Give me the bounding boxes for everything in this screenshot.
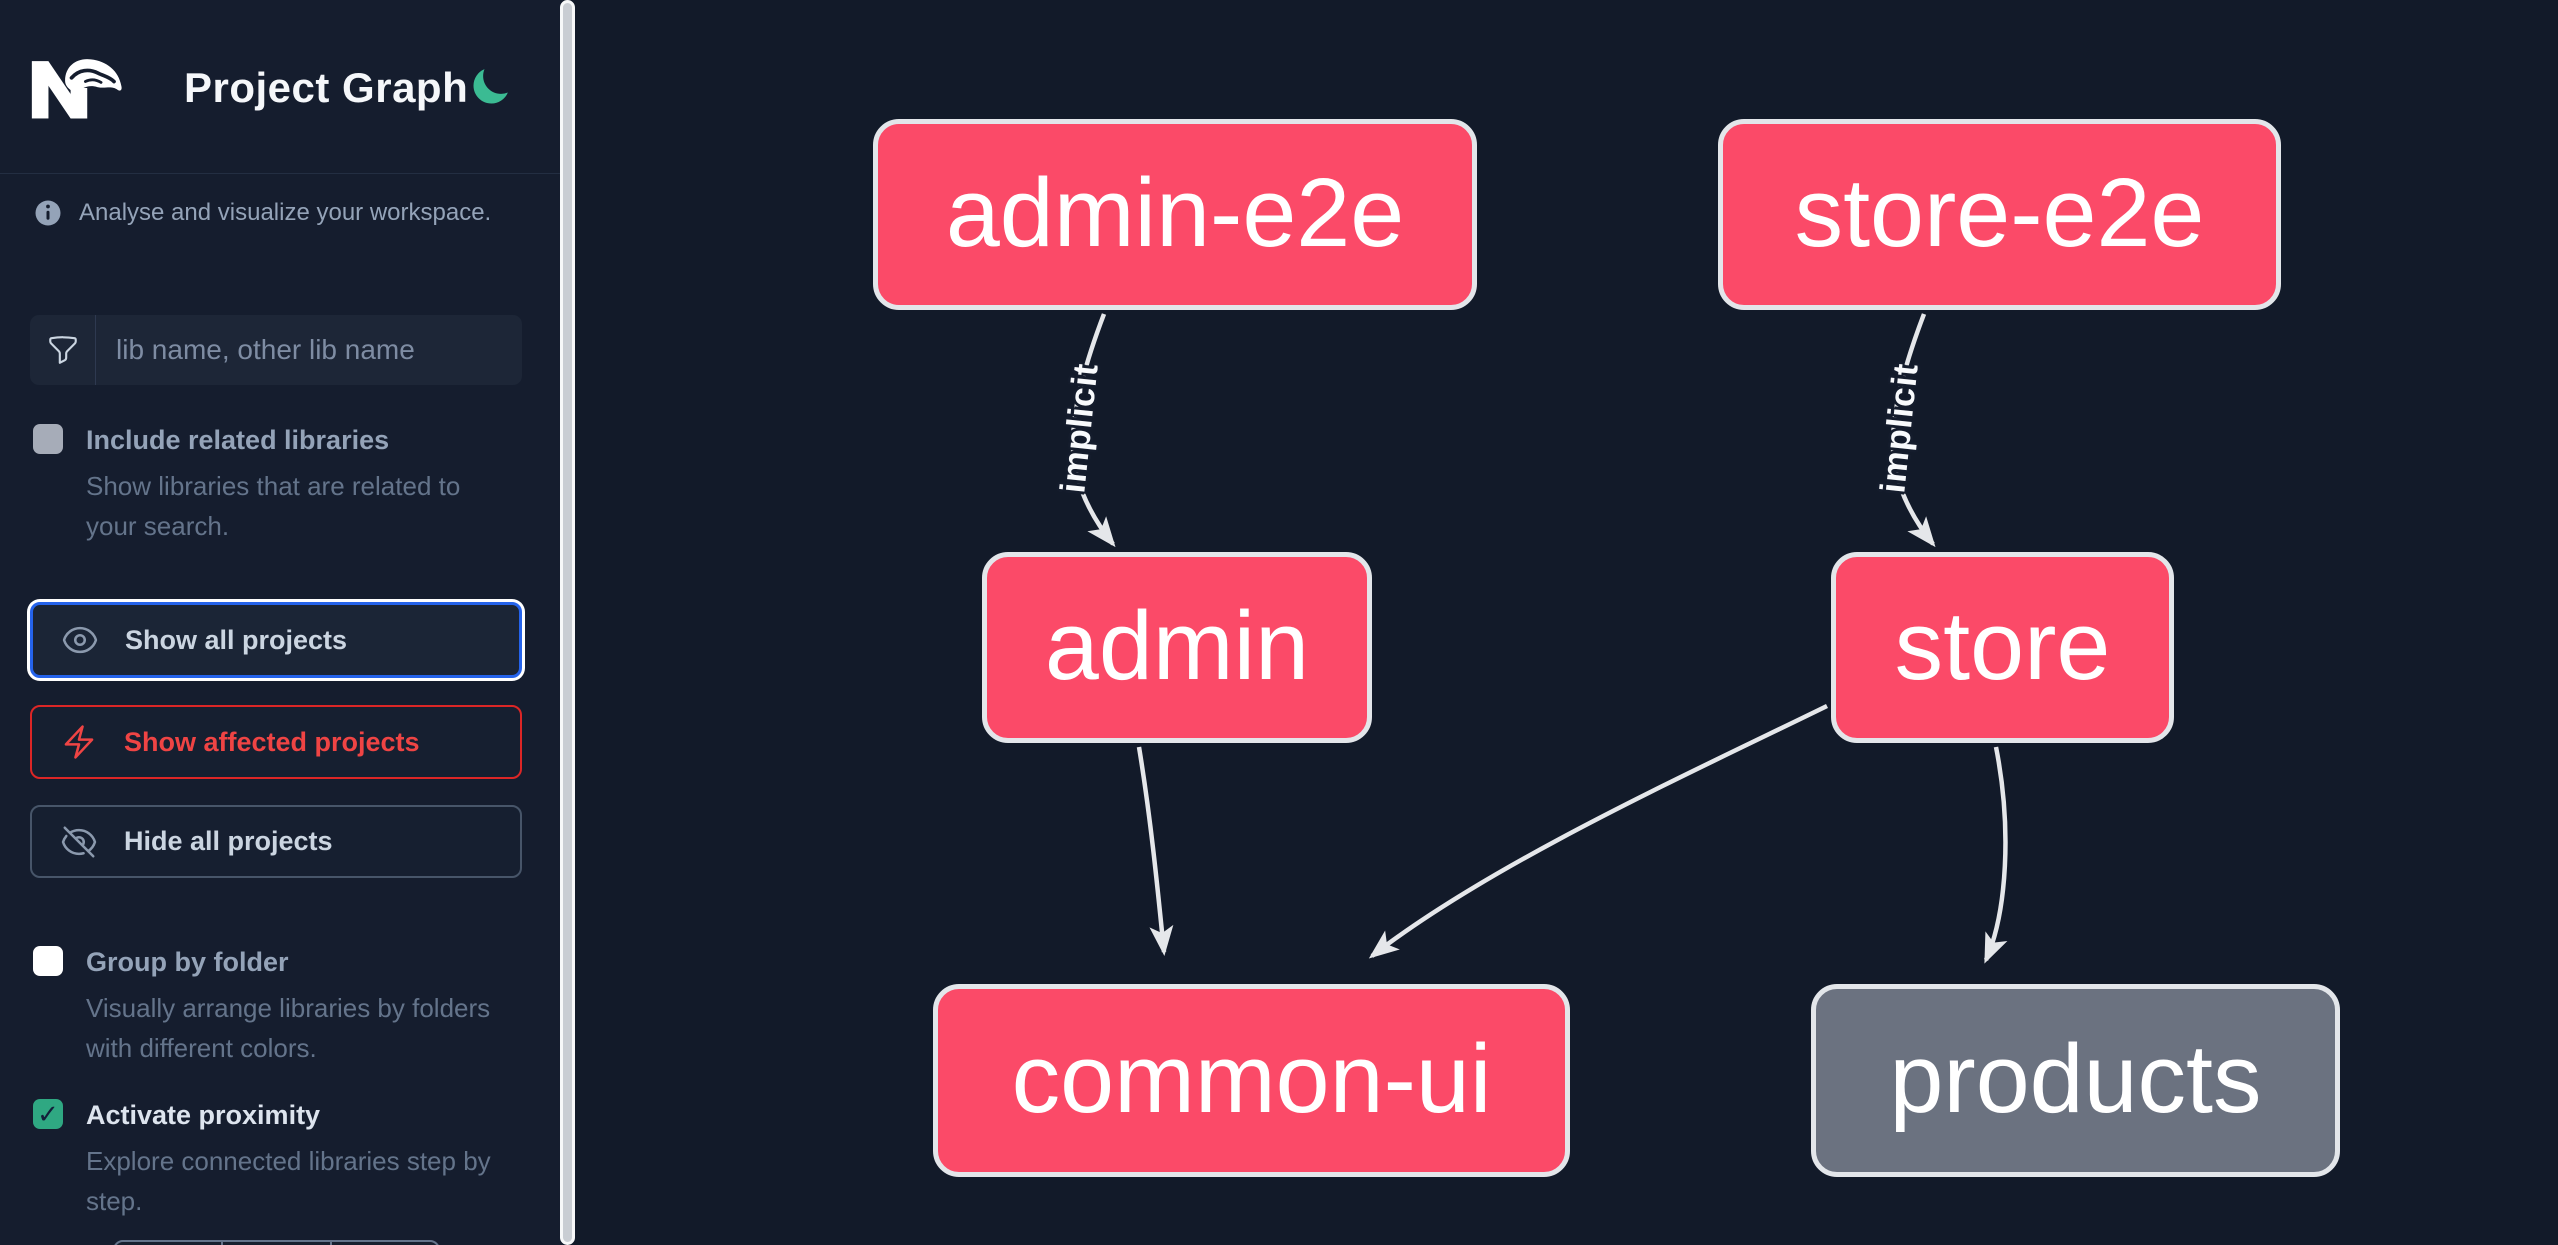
- toggle-description: Visually arrange libraries by folders wi…: [86, 993, 491, 1063]
- hide-all-projects-label: Hide all projects: [124, 826, 333, 856]
- funnel-icon: [30, 315, 96, 385]
- proximity-value: [221, 1242, 329, 1245]
- show-affected-projects-button[interactable]: Show affected projects: [30, 705, 522, 779]
- group-by-folder-checkbox[interactable]: [33, 946, 63, 976]
- search-input[interactable]: [96, 317, 522, 383]
- eye-off-icon: [61, 825, 97, 858]
- graph-node-admin[interactable]: admin: [982, 552, 1372, 743]
- toggle-description: Show libraries that are related to your …: [86, 471, 461, 541]
- moon-icon: [473, 68, 508, 103]
- bolt-icon: [64, 725, 94, 759]
- toggle-description: Explore connected libraries step by step…: [86, 1146, 491, 1216]
- show-affected-projects-label: Show affected projects: [124, 726, 420, 757]
- toggle-label: Group by folder: [86, 947, 289, 977]
- workspace-tagline-row: Analyse and visualize your workspace.: [33, 198, 491, 228]
- graph-node-store-e2e[interactable]: store-e2e: [1718, 119, 2281, 310]
- eye-icon: [62, 626, 98, 654]
- show-all-projects-label: Show all projects: [125, 624, 348, 655]
- toggle-label: Include related libraries: [86, 425, 390, 455]
- edge-admin-e2e-admin[interactable]: [1070, 313, 1116, 548]
- toggle-label: Activate proximity: [86, 1100, 321, 1130]
- edge-admin-common-ui[interactable]: [1136, 746, 1174, 956]
- graph-node-products[interactable]: products: [1811, 984, 2340, 1177]
- nx-logo: [31, 59, 122, 119]
- workspace-tagline: Analyse and visualize your workspace.: [79, 199, 492, 226]
- sidebar-header: Project Graph: [0, 0, 563, 174]
- edge-store-e2e-store[interactable]: [1890, 313, 1936, 548]
- graph-node-store[interactable]: store: [1831, 552, 2174, 743]
- theme-toggle-button[interactable]: [466, 64, 514, 112]
- sidebar: Project Graph Analyse and visualize your…: [0, 0, 563, 1245]
- graph-node-common-ui[interactable]: common-ui: [933, 984, 1570, 1177]
- info-icon: [35, 200, 61, 226]
- edge-store-products[interactable]: [1983, 746, 2008, 964]
- edge-store-common-ui[interactable]: [1368, 703, 1828, 959]
- sidebar-scrollbar[interactable]: [560, 0, 575, 1245]
- activate-proximity-checkbox[interactable]: [33, 1099, 63, 1129]
- proximity-increment-button[interactable]: [329, 1242, 438, 1245]
- show-all-projects-button[interactable]: Show all projects: [30, 602, 522, 678]
- include-related-checkbox: [33, 424, 63, 454]
- search-box: [30, 315, 522, 385]
- graph-node-admin-e2e[interactable]: admin-e2e: [873, 119, 1477, 310]
- page-title: Project Graph: [184, 64, 469, 111]
- hide-all-projects-button[interactable]: Hide all projects: [30, 805, 522, 878]
